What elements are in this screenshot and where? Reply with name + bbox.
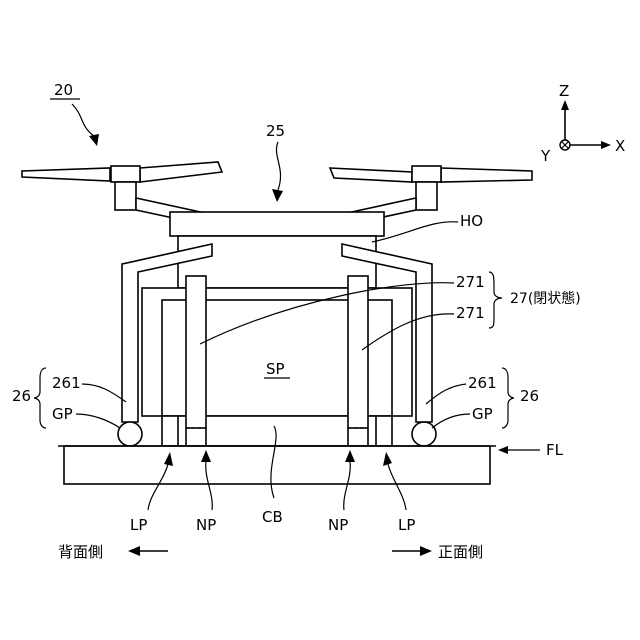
sp-label: SP: [266, 360, 285, 378]
ho-label: HO: [460, 212, 483, 230]
body-lower: [178, 236, 376, 288]
leg-left-label: 26: [12, 387, 31, 405]
drone-ref-label: 20: [54, 81, 73, 99]
gp-right-label: GP: [472, 405, 493, 423]
drone-leader: [72, 104, 94, 136]
gp-left-label: GP: [52, 405, 73, 423]
left-rotor-hub: [111, 166, 140, 182]
right-rotor-hub: [412, 166, 441, 182]
left-gp-wheel: [118, 422, 142, 446]
np-right-label: NP: [328, 516, 348, 534]
lp-right-label: LP: [398, 516, 415, 534]
arm271-mid-label: 271: [456, 304, 485, 322]
gp-left-leader: [76, 414, 120, 428]
front-side-arrow-head: [420, 546, 432, 556]
leg-left-brace: [34, 368, 46, 428]
body-top: [170, 212, 384, 236]
unit27-label: 27(閉状態): [510, 291, 581, 307]
right-blade-outer: [441, 168, 532, 182]
fl-label: FL: [546, 441, 564, 459]
floor: [64, 446, 490, 484]
left-propeller: [22, 162, 222, 210]
right-propeller: [330, 166, 532, 210]
front-side-label: 正面側: [438, 543, 483, 561]
fl-arrow: [498, 446, 508, 454]
body-leader-arrow: [272, 189, 283, 202]
body-ref-label: 25: [266, 122, 285, 140]
leg-right-label: 26: [520, 387, 539, 405]
x-axis-label: X: [615, 137, 625, 155]
left-motor-body: [115, 182, 136, 210]
body-leader: [276, 142, 280, 190]
r261-left-label: 261: [52, 374, 81, 392]
axis-indicator: Z X Y: [540, 82, 625, 165]
x-axis-arrow: [601, 141, 611, 149]
arm271-top-label: 271: [456, 273, 485, 291]
z-axis-arrow: [561, 100, 569, 110]
right-gp-wheel: [412, 422, 436, 446]
back-side-arrow-head: [128, 546, 140, 556]
ho-leader: [372, 222, 458, 242]
leg-right-brace: [502, 368, 514, 428]
gp-right-leader: [432, 414, 470, 428]
lp-left-label: LP: [130, 516, 147, 534]
np-left-label: NP: [196, 516, 216, 534]
z-axis-label: Z: [559, 82, 569, 100]
unit27-brace: [489, 272, 502, 328]
left-blade-outer: [22, 168, 110, 181]
r261-right-label: 261: [468, 374, 497, 392]
r261-left-leader: [82, 384, 126, 402]
drone-leader-arrow: [89, 134, 99, 146]
right-arm-271: [348, 276, 368, 428]
left-blade-inner: [140, 162, 222, 182]
y-axis-label: Y: [540, 147, 551, 165]
left-arm-271: [186, 276, 206, 428]
back-side-label: 背面側: [58, 543, 103, 561]
right-blade-inner: [330, 168, 412, 182]
cb-label: CB: [262, 508, 283, 526]
right-motor-body: [416, 182, 437, 210]
